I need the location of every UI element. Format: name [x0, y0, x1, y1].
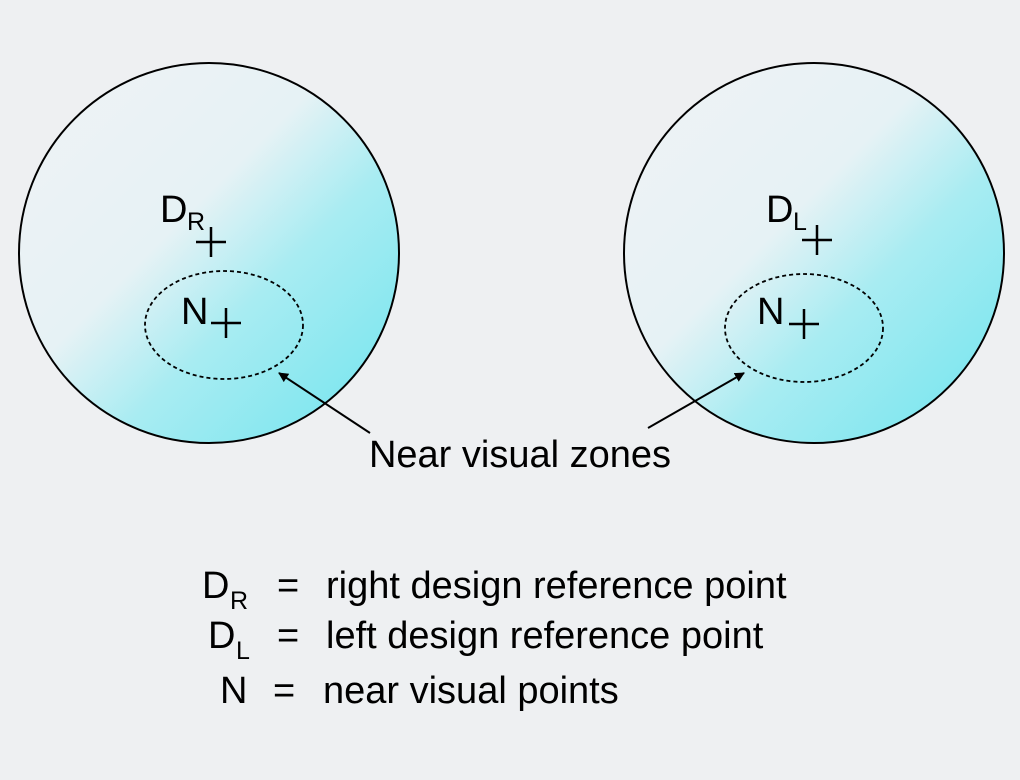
right-lens-outline	[18, 62, 400, 444]
right-near-visual-zone	[144, 270, 304, 380]
right-reference-cross-icon	[196, 227, 226, 257]
legend-row-left-reference: D L = left design reference point	[208, 615, 764, 665]
legend-equals: =	[273, 670, 295, 712]
left-near-visual-zone	[724, 273, 884, 383]
right-reference-label: D	[160, 189, 187, 231]
legend-equals: =	[277, 615, 299, 657]
left-near-cross-icon	[789, 309, 819, 339]
legend-symbol: D	[208, 615, 235, 657]
right-near-cross-icon	[211, 308, 241, 338]
left-lens-outline	[623, 62, 1005, 444]
near-visual-zones-label: Near visual zones	[369, 434, 671, 476]
right-reference-subscript: R	[187, 208, 205, 236]
legend-row-right-reference: D R = right design reference point	[202, 565, 787, 615]
left-lens: D L N	[623, 62, 1005, 444]
legend-equals: =	[277, 565, 299, 607]
legend-description: right design reference point	[326, 565, 787, 607]
left-reference-label: D	[766, 189, 793, 231]
arrow-to-right-zone	[278, 372, 371, 434]
left-reference-subscript: L	[793, 208, 807, 236]
left-reference-cross-icon	[802, 225, 832, 255]
right-near-label: N	[181, 291, 208, 333]
right-lens: D R N	[18, 62, 400, 444]
legend-description: left design reference point	[326, 615, 764, 657]
legend-symbol: N	[220, 670, 247, 712]
legend-subscript: L	[236, 637, 250, 665]
arrow-to-left-zone	[647, 372, 745, 429]
legend-row-near-points: N = near visual points	[220, 670, 619, 712]
legend-subscript: R	[230, 587, 248, 615]
legend-symbol: D	[202, 565, 229, 607]
left-near-label: N	[757, 291, 784, 333]
legend-description: near visual points	[323, 670, 619, 712]
legend: D R = right design reference point D L =…	[202, 565, 787, 712]
